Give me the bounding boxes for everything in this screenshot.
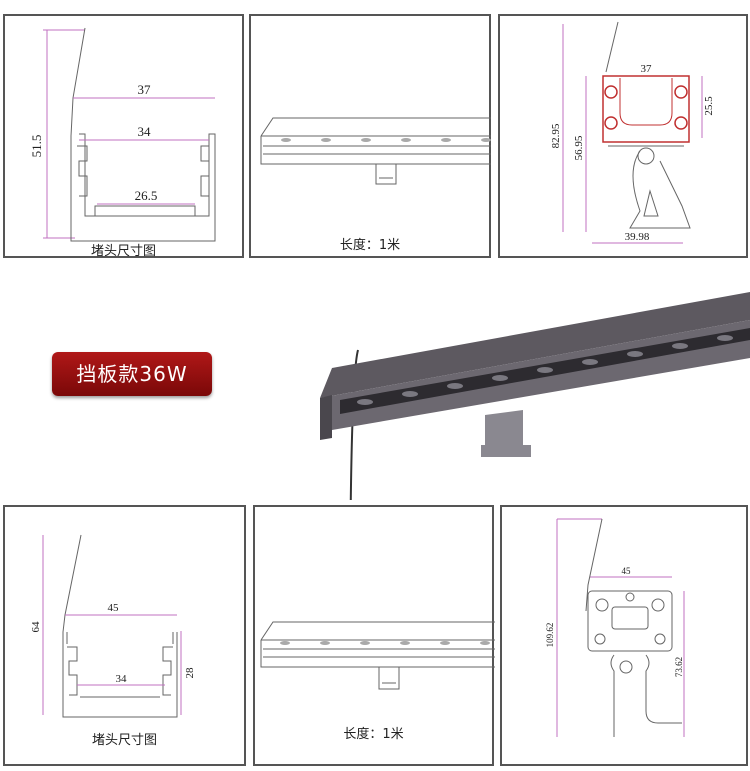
dim-total-height: 82.95	[550, 123, 562, 148]
dim-width: 45	[622, 566, 632, 576]
bracket-drawing: 45 109.62 73.62	[545, 518, 685, 737]
dim-height: 64	[30, 621, 42, 633]
dim-width-inner: 34	[138, 124, 152, 139]
length-caption: 长度：1米	[339, 238, 401, 253]
dim-height: 51.5	[29, 135, 44, 158]
dim-inner-height: 28	[184, 667, 196, 679]
side-view-panel-top: 长度：1米	[249, 14, 491, 258]
bracket-dimension-panel-bottom: 45 109.62 73.62	[500, 505, 748, 766]
dim-body-height: 56.95	[573, 135, 585, 160]
bracket-drawing: 37 82.95 56.95 25.5 39.98	[550, 21, 715, 244]
length-caption: 长度：1米	[343, 727, 404, 742]
model-badge: 挡板款36W	[52, 352, 212, 396]
profile-caption: 堵头尺寸图	[90, 244, 156, 259]
dim-total-height: 109.62	[545, 623, 555, 648]
dim-base-width: 39.98	[625, 231, 650, 243]
profile-caption: 堵头尺寸图	[91, 733, 157, 748]
bracket-dimension-panel-top: 37 82.95 56.95 25.5 39.98	[498, 14, 748, 258]
product-photo	[320, 292, 750, 500]
profile-dimension-panel-top: 37 34 26.5 51.5 堵头尺寸图	[3, 14, 244, 259]
dim-width-outer: 45	[108, 602, 120, 614]
dim-width-outer: 37	[138, 82, 152, 97]
side-view-panel-bottom: 长度：1米	[253, 505, 495, 766]
profile-drawing: 37 34 26.5 51.5	[29, 27, 216, 242]
dim-width-base: 34	[116, 673, 128, 685]
led-row	[357, 335, 733, 405]
profile-dimension-panel-bottom: 45 34 64 28 堵头尺寸图	[3, 505, 246, 766]
dim-width: 37	[641, 63, 653, 75]
side-view-drawing	[260, 117, 491, 185]
dim-body-height: 73.62	[674, 657, 684, 677]
side-view-drawing	[260, 621, 495, 690]
dim-head-height: 25.5	[703, 96, 715, 116]
profile-drawing: 45 34 64 28	[30, 534, 196, 718]
dim-width-base: 26.5	[135, 188, 158, 203]
